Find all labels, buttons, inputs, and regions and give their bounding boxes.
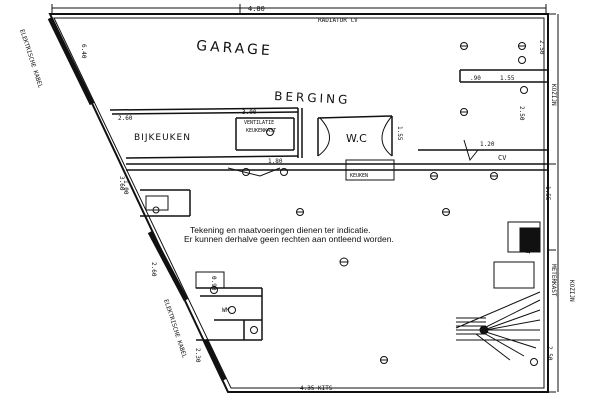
room-label-berging: BERGING	[274, 89, 351, 107]
room-label-wc: W.C	[346, 132, 367, 145]
dim-mid-c: 1.80	[268, 158, 283, 165]
dim-right-d: 1.55	[544, 186, 551, 201]
dim-left-top: 6.40	[80, 44, 87, 59]
label-kozijn-bottom: KOZIJN	[568, 280, 575, 302]
dim-small-b: .90	[470, 75, 481, 82]
notice-line-1: Tekening en maatvoeringen dienen ter ind…	[190, 225, 371, 235]
dim-right-c: 2.50	[518, 106, 525, 121]
dim-left-bottom: 2.30	[194, 348, 201, 363]
dim-left-mid: 3.60	[118, 176, 125, 191]
kitchen-counter	[345, 159, 395, 181]
left-fixtures	[145, 195, 225, 289]
label-kitchen-unit: KEUKEN	[350, 173, 368, 179]
dim-bottom: 4.35 KITS	[300, 385, 333, 392]
label-keukenkast: KEUKENKAST	[246, 128, 276, 134]
label-meterkast: METERKAST	[550, 264, 557, 297]
dim-right-a: 2.50	[538, 40, 545, 55]
notice-line-2: Er kunnen derhalve geen rechten aan ontl…	[184, 234, 394, 244]
dim-small-e: 0.90	[210, 276, 217, 291]
dim-mid-b: 3.00	[242, 109, 257, 116]
label-wm: WM	[222, 307, 230, 314]
interior-walls	[109, 69, 548, 341]
label-hangkast: HANGKAST	[524, 230, 530, 254]
meter-boxes	[493, 221, 541, 289]
left-wall-thick	[47, 16, 227, 382]
door-swings	[227, 115, 479, 177]
right-ticks	[548, 13, 559, 393]
label-cv: CV	[498, 154, 507, 162]
label-elektr-kabel-left: ELEKTRISCHE KABEL	[18, 28, 44, 89]
room-label-garage: GARAGE	[196, 38, 274, 59]
ceiling-fixtures	[210, 42, 538, 366]
dim-mid-a: 2.60	[118, 115, 133, 122]
label-kozijn-top: KOZIJN	[550, 84, 557, 106]
top-dimension-line	[51, 4, 547, 14]
staircase	[455, 291, 541, 361]
dim-small-a: 1.20	[480, 141, 495, 148]
label-elektr-kabel-mid: ELEKTRISCHE KABEL	[162, 298, 188, 359]
label-radiator: RADIATOR CV	[318, 17, 358, 24]
label-ventilatie: VENTILATIE	[244, 120, 274, 126]
dim-top: 4.80	[248, 5, 265, 13]
dim-small-c: 1.55	[500, 75, 515, 82]
dim-right-e: 2.50	[546, 346, 553, 361]
dim-right-b: 1.55	[396, 126, 403, 141]
dim-small-d: 1.00	[122, 180, 129, 195]
room-label-bijkeuken: BIJKEUKEN	[134, 133, 191, 143]
dim-left-low: 2.60	[150, 262, 157, 277]
